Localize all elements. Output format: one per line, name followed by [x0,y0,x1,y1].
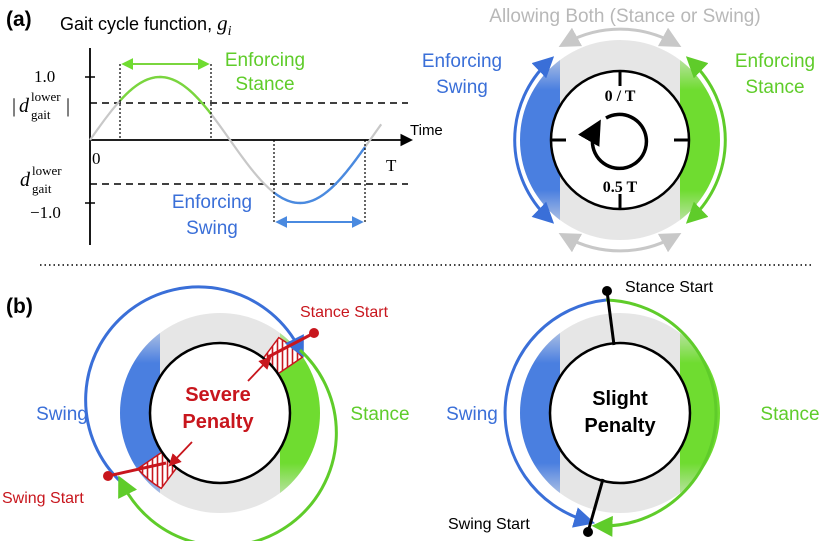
graph-enforcing-stance-line1: Enforcing [225,50,305,71]
graph-enforcing-swing-line2: Swing [186,218,238,239]
dial-enforcing-stance-line2: Stance [745,77,804,98]
svg-text:d: d [19,95,30,117]
svg-text:lower: lower [32,163,62,178]
dial-bottom-mark: 0.5 T [603,179,638,196]
panel-a-label: (a) [6,8,32,31]
severe-stance-arrow [118,348,338,541]
phase-dial: 0 / T 0.5 T [520,40,720,240]
x-zero-label: 0 [92,149,101,168]
allowing-both-label: Allowing Both (Stance or Swing) [489,6,760,27]
dial-enforcing-swing-line2: Swing [436,77,488,98]
severe-swing-start-label: Swing Start [2,490,84,507]
d-gait-abs-label: | d lower gait | [12,89,70,122]
svg-text:d: d [20,169,31,191]
slight-stance-label: Stance [760,404,819,425]
y-one-label: 1.0 [34,67,55,86]
svg-text:gait: gait [32,181,52,196]
y-minus-one-label: −1.0 [30,203,61,222]
svg-text:|: | [66,95,70,117]
x-axis-label: Time [410,122,443,139]
rotation-arrow-icon [578,112,649,171]
dial-stance-arrow [685,56,727,224]
panel-b-label: (b) [6,295,33,318]
severe-stance-start-label: Stance Start [300,304,389,321]
dial-bottom-both-arrow [558,232,682,253]
stance-start-indicator [267,331,315,359]
slight-penalty-line2: Penalty [584,415,656,437]
slight-stance-start-dot [602,286,612,296]
swing-start-dot [103,471,113,481]
severe-penalty-line1: Severe [185,384,251,406]
sine-swing-segment [273,146,366,205]
severe-swing-arrow [84,285,304,485]
graph-enforcing-stance-line2: Stance [235,74,294,95]
svg-text:|: | [12,95,16,117]
severe-penalty-line2: Penalty [182,411,254,433]
severe-swing-label: Swing [36,404,88,425]
slight-stance-start-indicator [605,290,616,346]
stance-start-dot [309,328,319,338]
dial-enforcing-swing-line1: Enforcing [422,51,502,72]
svg-text:gait: gait [31,107,51,122]
svg-text:lower: lower [31,89,61,104]
severe-pointer-up [247,356,272,382]
dial-top-mark: 0 / T [605,88,636,105]
slight-swing-arrow [503,298,607,528]
severe-stance-label: Stance [350,404,409,425]
sine-stance-segment [119,75,212,115]
slight-swing-start-label: Swing Start [448,516,530,533]
slight-swing-start-indicator [586,478,605,533]
dial-top-both-arrow [558,27,682,48]
severe-penalty-dial: Severe Penalty [120,313,320,513]
swing-start-indicator [107,461,167,478]
slight-swing-label: Swing [446,404,498,425]
graph-enforcing-swing-line1: Enforcing [172,192,252,213]
severe-pointer-down [168,441,193,467]
x-end-label: T [386,156,397,175]
dial-enforcing-stance-line1: Enforcing [735,51,815,72]
d-gait-label: d lower gait [20,163,62,196]
slight-penalty-line1: Slight [592,388,648,410]
slight-swing-start-dot [583,527,593,537]
slight-stance-start-label: Stance Start [625,279,714,296]
dial-swing-arrow [513,56,555,224]
severe-dial-face [148,341,292,485]
slight-stance-arrow [591,298,718,537]
slight-dial-face [548,341,692,485]
graph-title: Gait cycle function, gi [60,11,232,39]
